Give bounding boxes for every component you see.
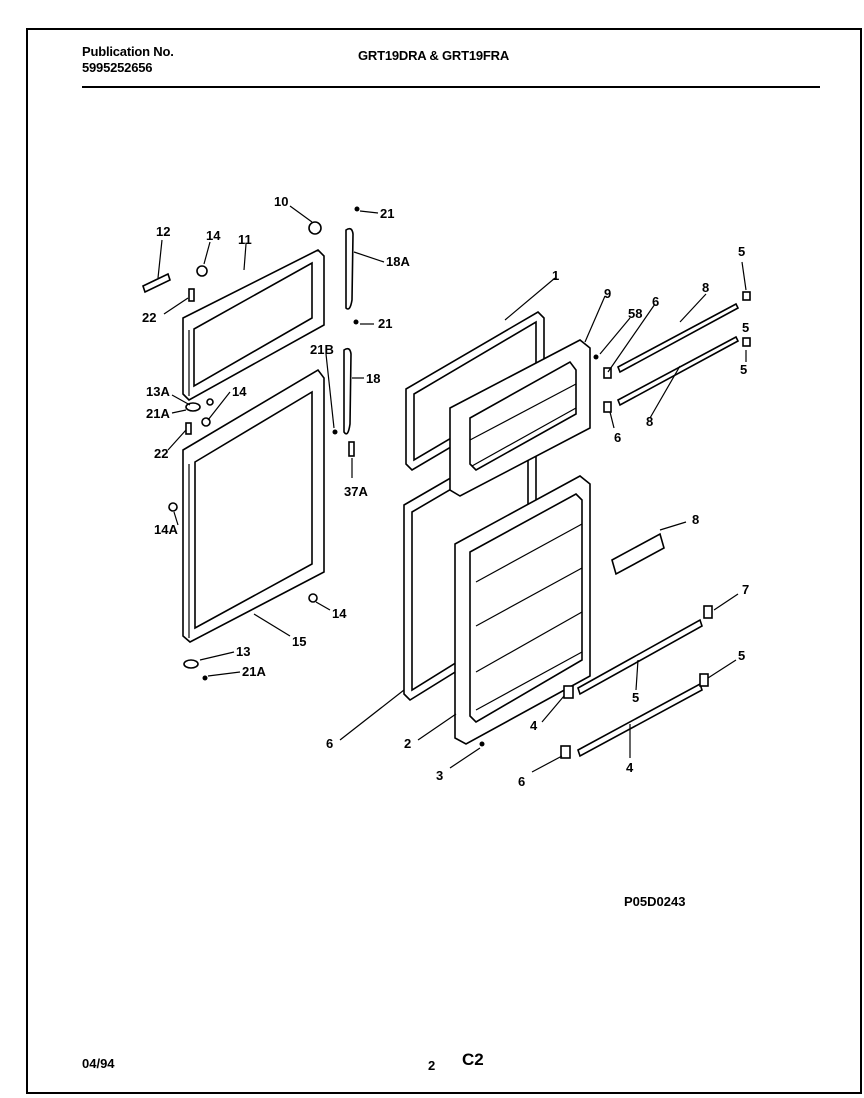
callout: 6 [326, 736, 333, 751]
page-border [26, 28, 862, 1094]
callout: 37A [344, 484, 368, 499]
callout: 21 [378, 316, 392, 331]
footer-page-number: 2 [428, 1058, 436, 1073]
diagram-code: P05D0243 [624, 894, 685, 909]
fresh-food-door-frame [182, 368, 325, 643]
callout: 15 [292, 634, 306, 649]
fresh-food-inner-door [454, 475, 591, 745]
callout: 10 [274, 194, 288, 209]
callout: 6 [518, 774, 525, 789]
callout: 5 [742, 320, 749, 335]
callout: 5 [740, 362, 747, 377]
callout: 7 [742, 582, 749, 597]
freezer-door-frame [182, 249, 325, 401]
callout: 21B [310, 342, 334, 357]
callout: 18 [366, 371, 380, 386]
callout: 4 [626, 760, 634, 775]
callout: 8 [646, 414, 653, 429]
callout: 6 [614, 430, 621, 445]
callout: 58 [628, 306, 642, 321]
callout: 4 [530, 718, 538, 733]
shelf-bars [479, 291, 751, 759]
header-rule [82, 86, 820, 88]
callout-labels: 10 21 12 14 11 18A 22 21 21B 18 13A 14 2… [142, 194, 749, 909]
callout: 1 [552, 268, 559, 283]
callout: 21A [242, 664, 266, 679]
callout: 9 [604, 286, 611, 301]
callout: 8 [692, 512, 699, 527]
callout: 13 [236, 644, 250, 659]
callout: 12 [156, 224, 170, 239]
callout: 21 [380, 206, 394, 221]
publication-label: Publication No. [82, 44, 174, 59]
callout: 18A [386, 254, 410, 269]
callout: 14A [154, 522, 178, 537]
callout: 14 [206, 228, 221, 243]
publication-number: 5995252656 [82, 60, 153, 75]
callout: 5 [738, 648, 745, 663]
freezer-inner-door [449, 339, 591, 497]
callout: 2 [404, 736, 411, 751]
callout: 5 [738, 244, 745, 259]
footer-section: C2 [462, 1050, 484, 1069]
callout: 21A [146, 406, 170, 421]
callout: 14 [332, 606, 347, 621]
callout: 8 [702, 280, 709, 295]
model-numbers: GRT19DRA & GRT19FRA [358, 48, 510, 63]
callout: 6 [652, 294, 659, 309]
callout: 5 [632, 690, 639, 705]
callout: 3 [436, 768, 443, 783]
hinge-parts [332, 206, 360, 457]
callout: 11 [238, 232, 252, 247]
callout: 14 [232, 384, 247, 399]
leader-lines [157, 205, 747, 773]
footer-date: 04/94 [82, 1056, 115, 1071]
callout: 22 [142, 310, 156, 325]
callout: 22 [154, 446, 168, 461]
callout: 13A [146, 384, 170, 399]
